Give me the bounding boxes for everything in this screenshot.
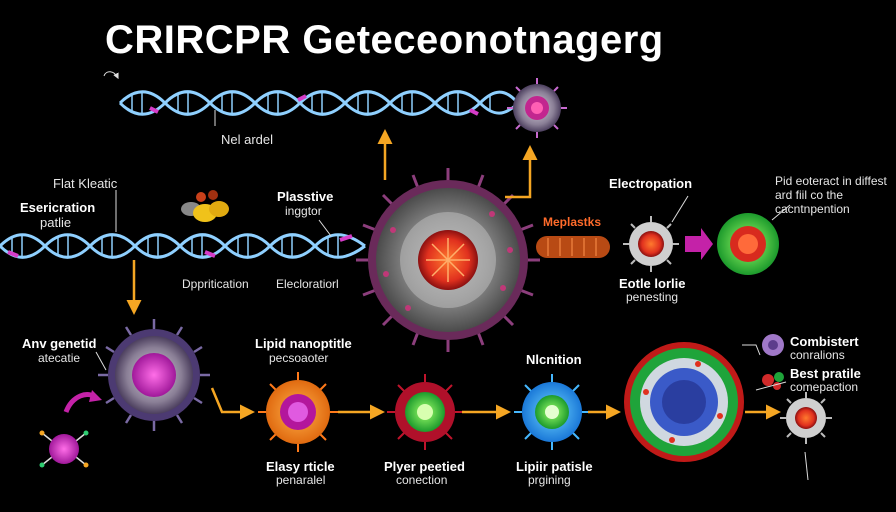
label-elecloratiorl: Elecloratiorl [276,277,339,291]
label-combistert: Combistert [790,334,859,349]
dna-helix-top [118,90,517,116]
elasy-particle [258,372,338,452]
label-conection: conection [396,473,448,487]
label-plyer-peetied: Plyer peetied [384,459,465,474]
best-pratile-particle [780,392,832,444]
virus-particle-icon [507,78,567,138]
combistert-icon [762,334,784,356]
flow-arrows [126,129,781,420]
label-penesting: penesting [626,290,679,304]
label-nel-ardel: Nel ardel [221,132,274,147]
label-lipid-nanoptitle: Lipid nanoptitle [255,336,352,351]
label-pid-line1: Pid eoteract in diffest [775,174,887,188]
dna-helix-middle [0,233,366,259]
label-best-pratile: Best pratile [790,366,861,381]
label-pecsoaoter: pecsoaoter [269,351,329,365]
protein-complex-icon [181,190,229,222]
magenta-arrow-icon [685,228,713,260]
label-lipiir-patisle: Lipiir patisle [516,459,593,474]
label-esericration: Esericration [20,200,96,215]
label-pid-line2: ard fiil co the [775,188,844,202]
label-prgining: prgining [528,473,571,487]
label-pid-line3: cacntnpention [775,202,850,216]
label-anv-genetid: Anv genetid [22,336,97,351]
label-eotle-lorlie: Eotle lorlie [619,276,686,291]
virus-particle-large [356,168,540,352]
label-electropation: Electropation [609,176,693,191]
label-conralions: conralions [790,348,845,362]
anv-genetid-virus [98,319,210,431]
label-dppritication: Dppritication [182,277,249,291]
label-meplastks: Meplastks [543,215,602,229]
protein-molecule-icon [762,372,784,390]
meplastks-rod [536,236,610,258]
label-comepaction: comepaction [790,380,859,394]
plyer-particle [387,374,463,450]
label-flat-kleatic: Flat Kleatic [53,176,118,191]
label-atecatie: atecatie [38,351,81,365]
label-plasstive: Plasstive [277,189,334,204]
label-penaralel: penaralel [276,473,326,487]
magenta-particle-small [39,430,89,468]
callout-lines [95,71,809,481]
label-elasy-rticle: Elasy rticle [266,459,335,474]
lipiir-particle [514,374,590,450]
label-patlie: patlie [40,215,72,230]
compound-particle-large [624,342,744,462]
label-inggtor: inggtor [285,204,322,218]
electropation-particle [623,216,679,272]
green-particle [717,213,779,275]
label-nlcnition: Nlcnition [526,352,582,367]
diagram-title: CRIRCPR Geteceonotnagerg [105,18,664,62]
